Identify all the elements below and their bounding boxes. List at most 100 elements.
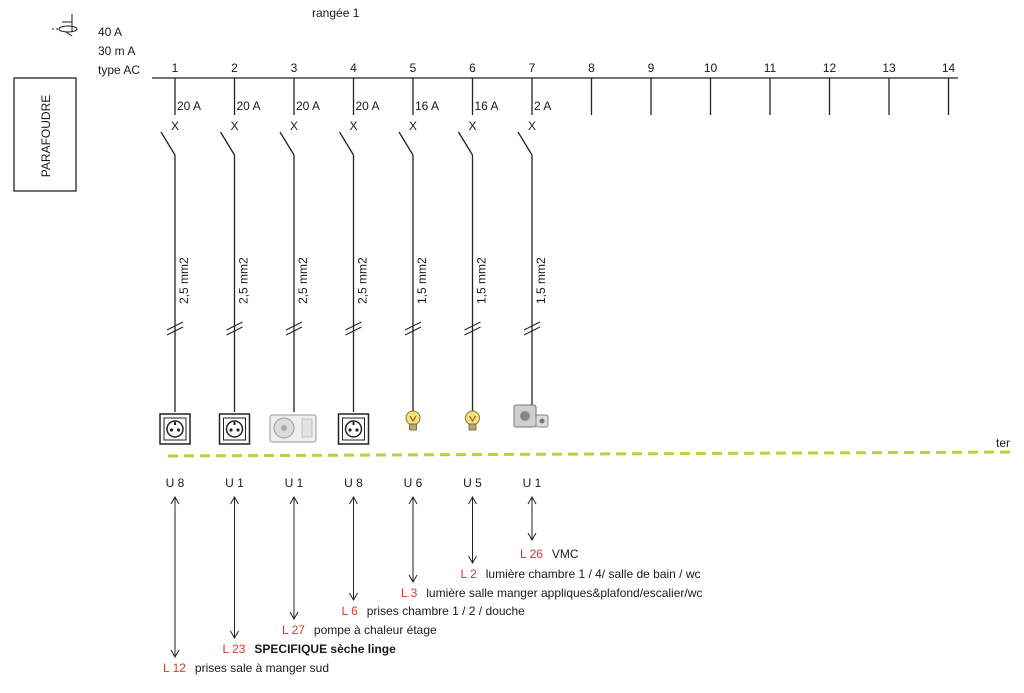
arrow-head-up (289, 495, 299, 505)
unit-label: U 1 (523, 476, 542, 490)
slot-number: 7 (529, 61, 536, 75)
arrow-head-up (527, 495, 537, 505)
breaker-rating: 20 A (177, 99, 201, 113)
surge-protector-label: PARAFOUDRE (39, 95, 53, 177)
circuit-description: VMC (552, 547, 579, 561)
slot-number: 14 (942, 61, 956, 75)
breaker-rating: 16 A (475, 99, 499, 113)
switch-mark: X (409, 119, 417, 133)
circuit-description: prises sale à manger sud (195, 661, 329, 675)
slot-number: 11 (764, 61, 777, 75)
differential-sensitivity: 30 m A (98, 44, 135, 58)
bulb-icon (465, 410, 480, 431)
circuit-group: 20 A X 2,5 mm2 U 8 20 A X 2,5 mm2 U 1 20 A X 2,5 m… (159, 99, 551, 659)
arrow-head-up (468, 495, 477, 505)
conductor-tick (345, 321, 362, 331)
conductor-tick (464, 326, 481, 336)
cable-section: 1,5 mm2 (534, 257, 548, 304)
slot-number: 4 (350, 61, 357, 75)
surge-protector-box (13, 77, 77, 192)
arrow-head-down (230, 630, 239, 640)
conductor-tick (285, 326, 303, 336)
ground-line (167, 450, 1017, 458)
switch-mark: X (171, 119, 179, 133)
slot-number: 1 (172, 61, 179, 75)
circuit-legend-line: L 6 prises chambre 1 / 2 / douche (342, 604, 526, 618)
switch-blade (338, 131, 355, 156)
switch-mark: X (528, 119, 536, 133)
conductor-tick (404, 326, 422, 336)
unit-label: U 6 (404, 476, 423, 490)
breaker-rating: 20 A (237, 99, 261, 113)
conductor-tick (523, 321, 541, 331)
switch-blade (398, 131, 414, 156)
conductor-tick (166, 321, 184, 331)
conductor-tick (226, 321, 243, 331)
arrow-head-down (170, 649, 180, 659)
circuit-ref: L 6 (342, 604, 359, 618)
cable-section: 2,5 mm2 (356, 257, 370, 304)
differential-rating: 40 A (98, 25, 122, 39)
cable-section: 2,5 mm2 (237, 257, 251, 304)
cable-section: 2,5 mm2 (177, 257, 191, 304)
cable-section: 2,5 mm2 (296, 257, 310, 304)
arrow-head-up (408, 495, 418, 505)
switch-mark: X (468, 119, 476, 133)
breaker-rating: 16 A (415, 99, 439, 113)
switch-blade (279, 131, 295, 156)
conductor-tick (166, 326, 184, 336)
slot-number: 2 (231, 61, 238, 75)
switch-blade (219, 131, 236, 156)
conductor-tick (345, 326, 362, 336)
unit-label: U 8 (166, 476, 185, 490)
circuit-description: prises chambre 1 / 2 / douche (367, 604, 525, 618)
slot-number: 3 (291, 61, 298, 75)
circuit-ref: L 26 (520, 547, 543, 561)
arrow-head-up (170, 495, 180, 505)
slot-number: 5 (410, 61, 417, 75)
socket-icon (337, 413, 370, 445)
switch-blade (517, 131, 533, 156)
slot-number: 13 (882, 61, 896, 75)
slot-number: 8 (588, 61, 595, 75)
unit-label: U 1 (225, 476, 244, 490)
arrow-head-down (468, 555, 477, 565)
circuit-description: lumière chambre 1 / 4/ salle de bain / w… (486, 567, 701, 581)
switch-blade (457, 131, 474, 156)
circuit-legend-line: L 2 lumière chambre 1 / 4/ salle de bain … (461, 567, 701, 581)
circuit-ref: L 2 (461, 567, 478, 581)
cable-section: 1,5 mm2 (415, 257, 429, 304)
unit-label: U 8 (344, 476, 363, 490)
conductor-tick (523, 326, 541, 336)
circuit-description: pompe à chaleur étage (314, 623, 437, 637)
socket-icon (218, 413, 251, 445)
circuit-ref: L 23 (223, 642, 246, 656)
socket-icon (159, 413, 191, 445)
unit-label: U 1 (285, 476, 304, 490)
ground-label: ter (996, 436, 1010, 450)
arrow-head-down (527, 532, 537, 542)
breaker-rating: 20 A (296, 99, 320, 113)
arrow-head-down (408, 574, 418, 584)
circuit-ref: L 27 (282, 623, 305, 637)
slot-number: 12 (823, 61, 837, 75)
unit-label: U 5 (463, 476, 482, 490)
conductor-tick (464, 321, 481, 331)
circuit-ref: L 3 (401, 586, 418, 600)
conductor-tick (404, 321, 422, 331)
circuit-1: 20 A X 2,5 mm2 U 8 (159, 99, 201, 659)
heat-pump-icon (269, 414, 317, 443)
switch-blade (160, 131, 176, 156)
conductor-tick (226, 326, 243, 336)
conductor-tick (285, 321, 303, 331)
arrow-head-down (289, 611, 299, 621)
vmc-icon (513, 404, 549, 428)
